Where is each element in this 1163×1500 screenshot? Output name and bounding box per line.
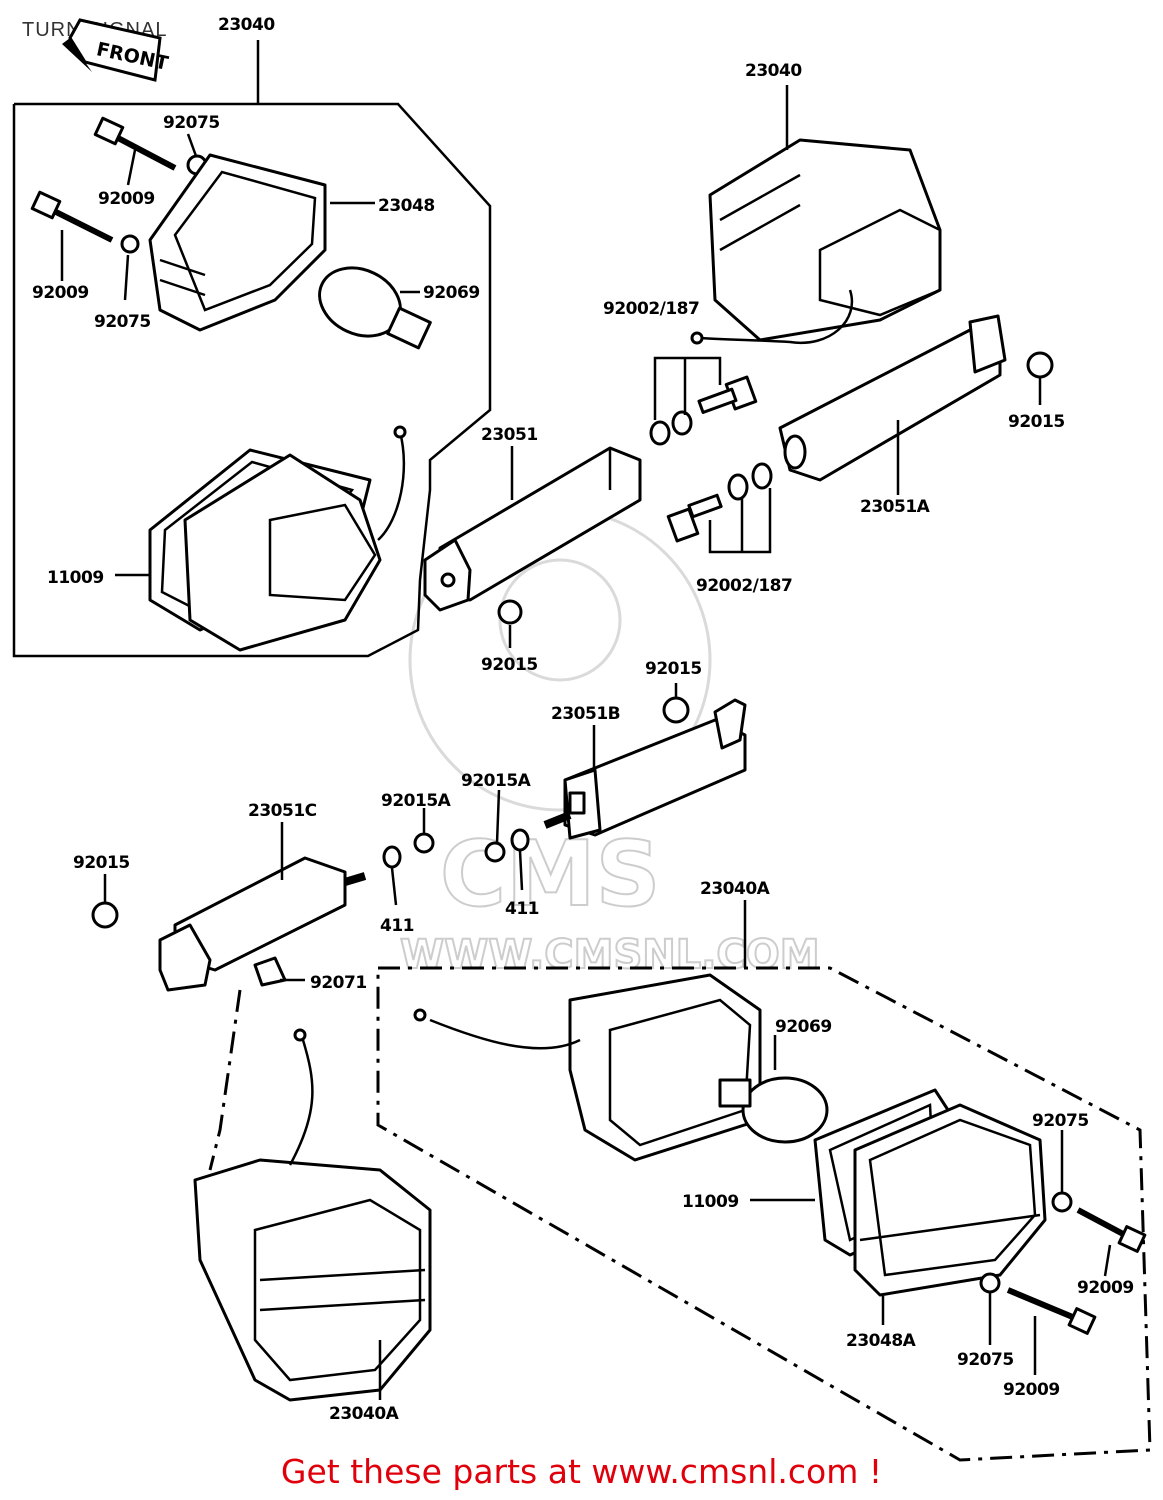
screw-92009-b [30, 190, 114, 243]
label-92075-d: 92075 [957, 1350, 1014, 1370]
label-23048: 23048 [378, 196, 435, 216]
washer-411-b [510, 828, 530, 852]
label-23040A-b: 23040A [329, 1404, 400, 1424]
nut-92015A-a [413, 832, 435, 854]
lens-23048A [853, 1103, 1047, 1297]
label-92002-187-a: 92002/187 [603, 299, 699, 319]
label-23051: 23051 [481, 425, 538, 445]
watermark: CMS WWW.CMSNL.COM [399, 508, 821, 979]
label-92071: 92071 [310, 973, 367, 993]
stay-23051 [423, 446, 642, 612]
label-411-b: 411 [505, 899, 539, 919]
label-11009-b: 11009 [682, 1192, 739, 1212]
label-92009-b: 92009 [32, 283, 89, 303]
label-92075-c: 92075 [1032, 1111, 1089, 1131]
washer-92002-b2 [751, 462, 773, 490]
bracket-23051A [778, 314, 1007, 482]
label-92009-a: 92009 [98, 189, 155, 209]
assembly-front-left-outline [12, 40, 492, 658]
label-92002-187-b: 92002/187 [696, 576, 792, 596]
assembly-rear-right-outline [376, 900, 1152, 1462]
label-23040-top-left: 23040 [218, 15, 275, 35]
bolt-92002-a [697, 375, 758, 414]
promo-banner: Get these parts at www.cmsnl.com ! [0, 1452, 1163, 1491]
label-92015-a: 92015 [1008, 412, 1065, 432]
label-92069-a: 92069 [423, 283, 480, 303]
front-arrow-icon: FRONT [62, 18, 170, 82]
screw-92009-c [1076, 1207, 1147, 1253]
label-23040-top-right: 23040 [745, 61, 802, 81]
nut-92015-d [91, 901, 119, 929]
label-92015-c: 92015 [645, 659, 702, 679]
leader-lines [60, 85, 1112, 1400]
nut-92015A-b [484, 841, 506, 863]
housing-23040A-a [193, 1028, 432, 1402]
label-23051C: 23051C [248, 801, 317, 821]
dash-lower-left [208, 989, 242, 1171]
label-23051B: 23051B [551, 704, 620, 724]
housing-23040-a [183, 425, 407, 652]
stay-23051B [543, 698, 747, 840]
label-23048A: 23048A [846, 1331, 917, 1351]
bulb-92069-b [718, 1076, 829, 1144]
washer-92002-a2 [671, 410, 693, 436]
label-23040A-a: 23040A [700, 879, 771, 899]
housing-23040-b [690, 138, 942, 345]
label-92075-b: 92075 [94, 312, 151, 332]
label-92015A-b: 92015A [461, 771, 532, 791]
washer-92002-a1 [649, 420, 671, 446]
stay-23051C [158, 856, 367, 992]
label-92009-c: 92009 [1077, 1278, 1134, 1298]
promo-link[interactable]: Get these parts at www.cmsnl.com ! [280, 1452, 883, 1491]
watermark-logo-text: CMS [440, 822, 660, 927]
washer-411-a [382, 845, 402, 869]
bolt-92002-b [666, 493, 723, 543]
washer-92075-c [1051, 1191, 1073, 1213]
bulb-92069-a [318, 266, 432, 350]
nut-92015-c [662, 696, 690, 724]
nut-92015-a [1026, 351, 1054, 379]
label-92015A-a: 92015A [381, 791, 452, 811]
label-11009-a: 11009 [47, 568, 104, 588]
lens-23048 [148, 153, 327, 332]
part-labels: 23040 92075 92009 23048 92009 92075 9206… [32, 15, 1134, 1424]
label-23051A: 23051A [860, 497, 931, 517]
leader-92002-a [653, 356, 722, 420]
label-92009-d: 92009 [1003, 1380, 1060, 1400]
nut-92015-b [497, 599, 523, 625]
label-92069-b: 92069 [775, 1017, 832, 1037]
leader-92002-b [708, 488, 772, 554]
screw-92009-a [93, 116, 177, 171]
label-92015-b: 92015 [481, 655, 538, 675]
washer-92075-b [120, 234, 140, 254]
watermark-url: WWW.CMSNL.COM [400, 932, 820, 978]
screw-92009-d [1006, 1287, 1097, 1335]
washer-92002-b1 [727, 473, 749, 501]
washer-92075-d [979, 1272, 1001, 1294]
housing-23040A-b [413, 973, 762, 1162]
label-411-a: 411 [380, 916, 414, 936]
label-92015-d: 92015 [73, 853, 130, 873]
label-92075-a: 92075 [163, 113, 220, 133]
